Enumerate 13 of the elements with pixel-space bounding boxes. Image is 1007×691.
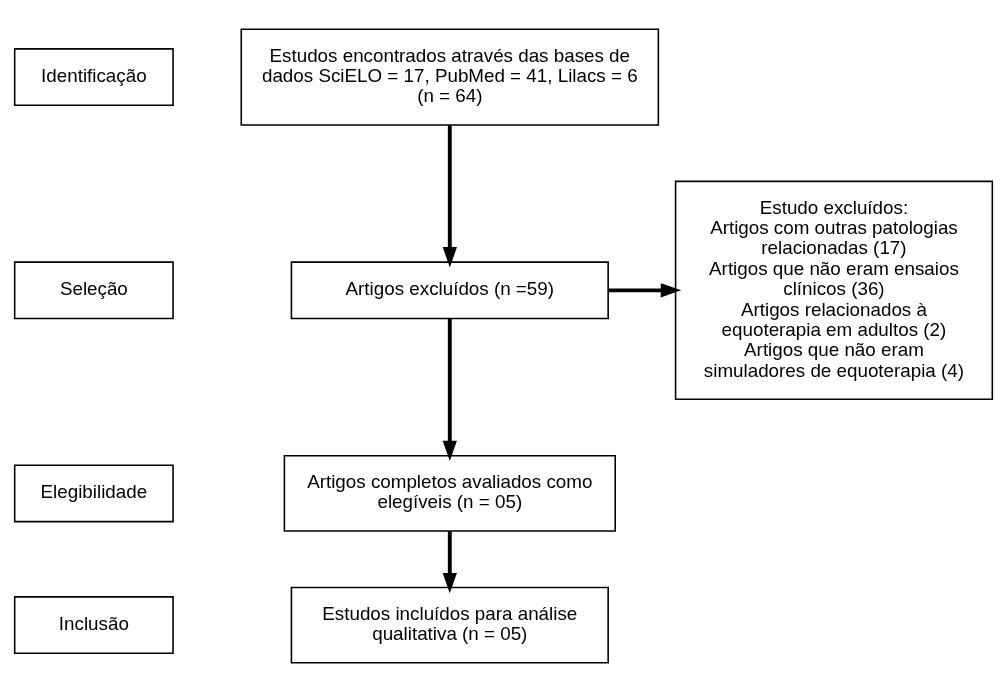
node-box: Estudos encontrados através das bases de dados SciELO = 17, PubMed = 41, Lilacs = 6 (n = 64): [240, 28, 660, 126]
node-box: Inclusão: [13, 595, 174, 654]
arrow: [442, 124, 457, 267]
node-box: Artigos completos avaliados como elegíveis (n = 05): [283, 454, 616, 532]
arrow: [442, 530, 457, 593]
node-box: Estudos incluídos para análise qualitativa (n = 05): [290, 586, 609, 663]
arrow: [608, 282, 682, 297]
node-box: Identificação: [13, 47, 174, 106]
node-box: Elegibilidade: [13, 463, 174, 522]
node-box: Estudo excluídos: Artigos com outras patologias relacionadas (17) Artigos que não eram ensaios clínicos (36) Artigos relacionados à equoterapia em adultos (2) Artigos que não eram simuladores de equoterapia (4): [674, 180, 994, 400]
node-box: Artigos excluídos (n =59): [290, 260, 609, 319]
node-box: Seleção: [13, 260, 174, 319]
arrow: [442, 318, 457, 461]
